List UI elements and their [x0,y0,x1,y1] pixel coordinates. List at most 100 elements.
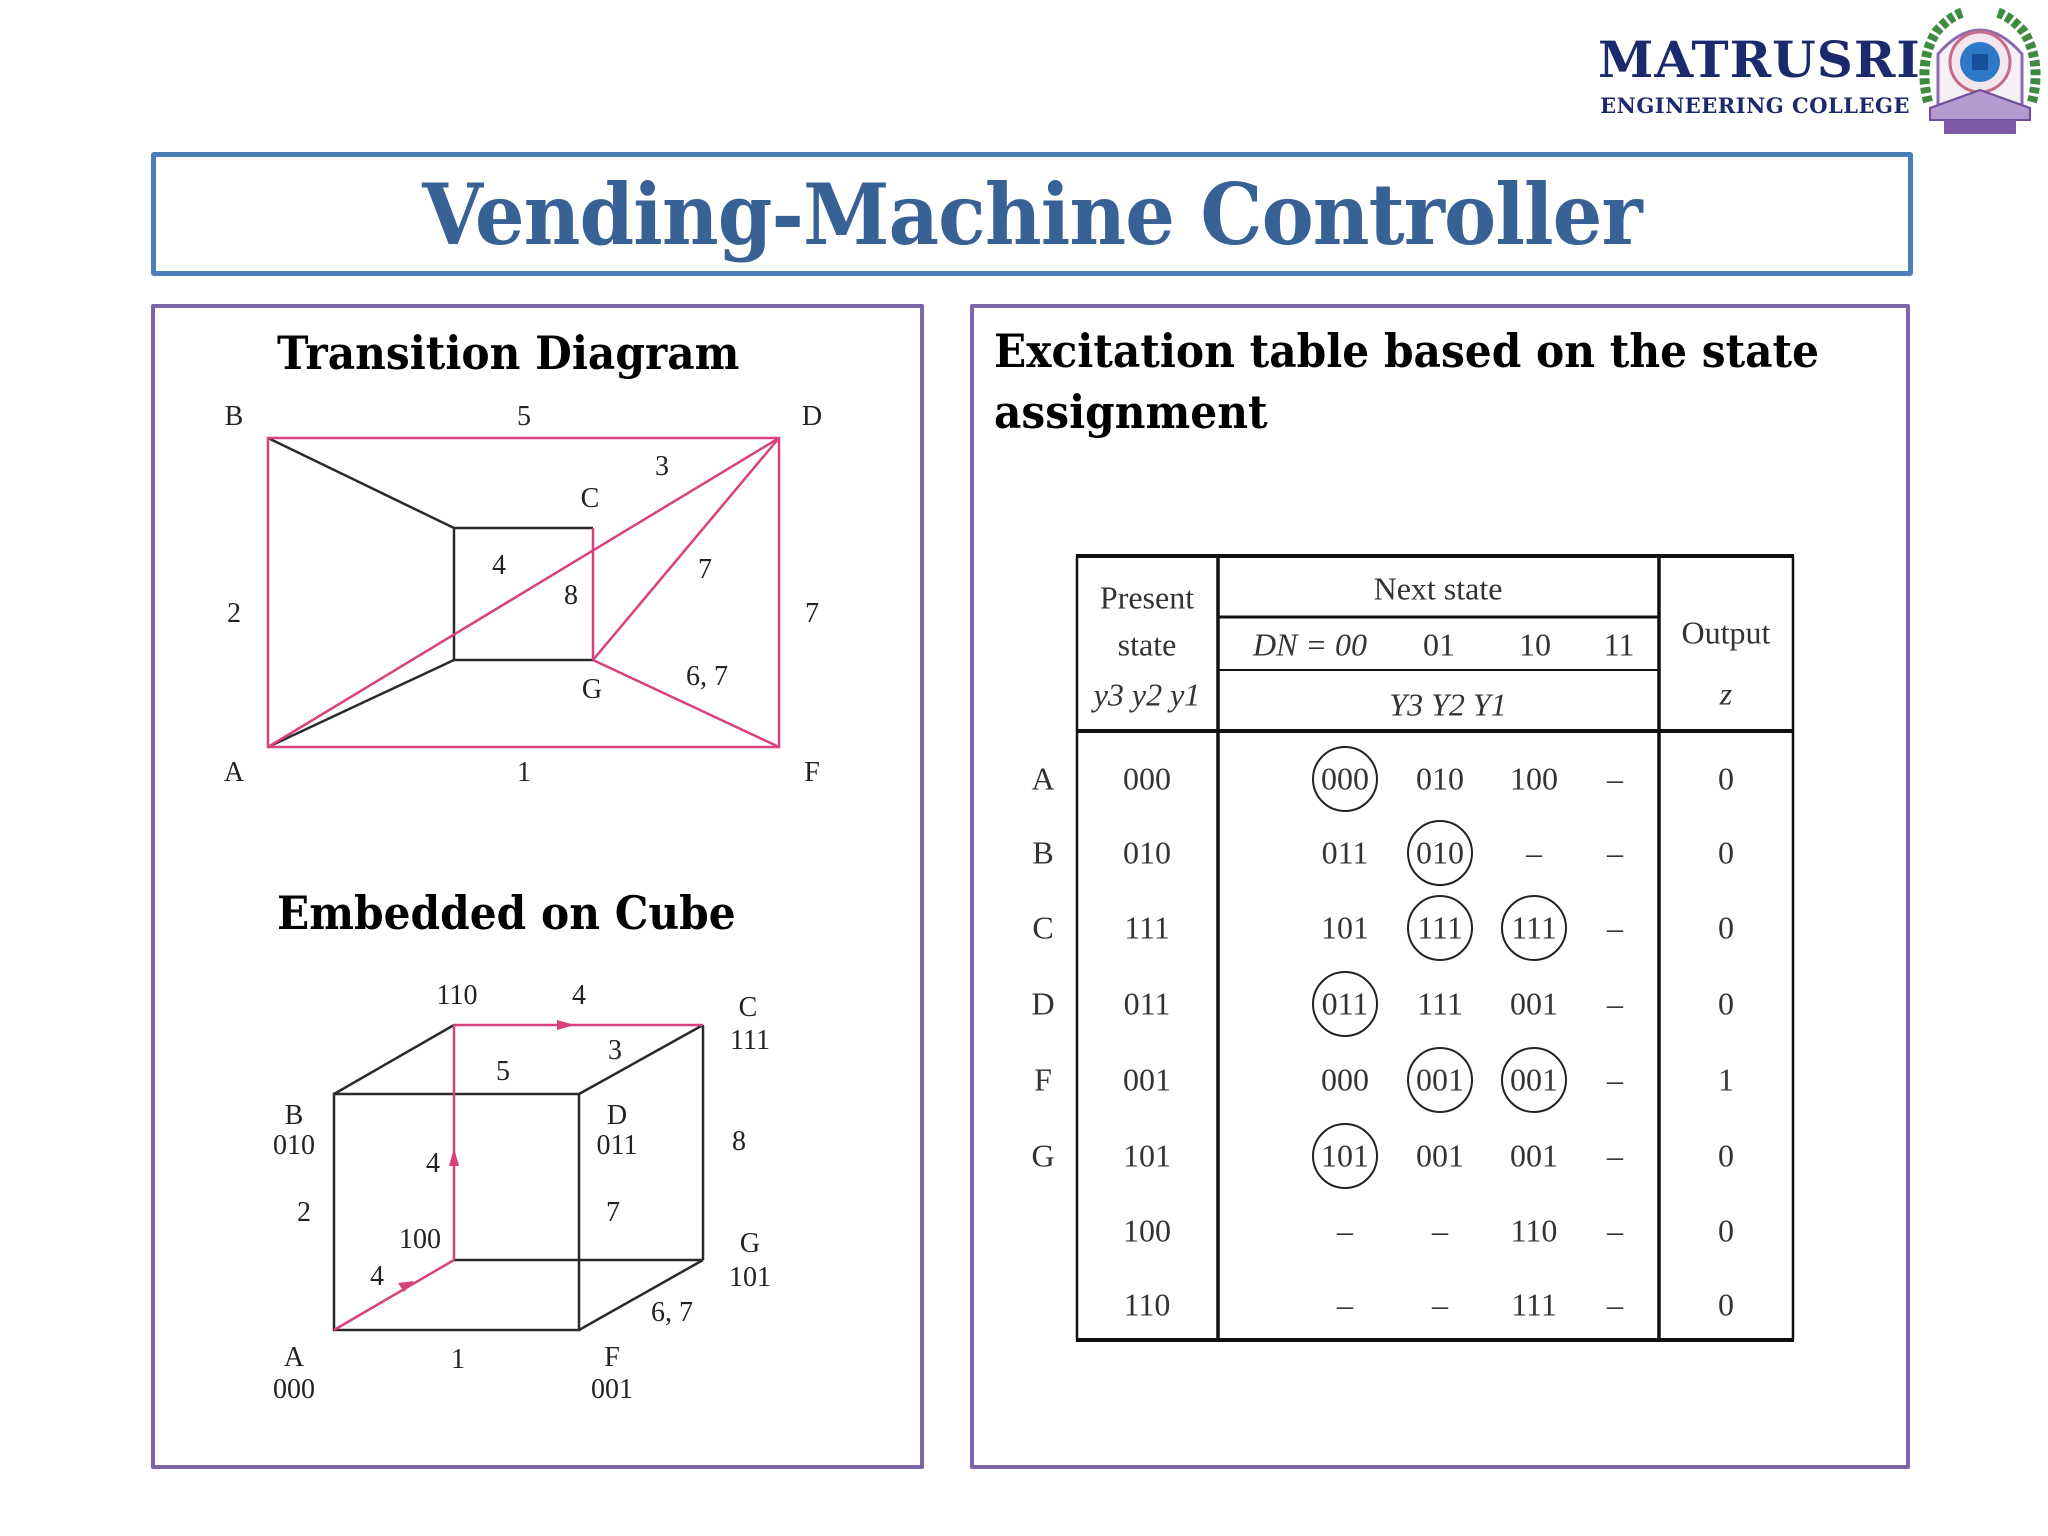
edge-label-bd: 5 [517,401,531,432]
cube-edge-label-cg: 8 [732,1126,746,1157]
excitation-heading-line2: assignment [994,385,1268,439]
cell-n10: 001 [1510,1137,1558,1174]
cell-present: 100 [1123,1212,1171,1249]
edge-label-df: 7 [805,598,819,629]
cell-n10: – [1526,834,1542,871]
cell-z: 0 [1718,909,1734,946]
circle-stable-state-icon [1407,895,1473,961]
edge-label-cd: 3 [655,451,669,482]
node-label-f: F [804,757,820,788]
cube-corner-f-name: F [604,1342,620,1373]
node-label-a: A [223,757,245,788]
cell-n11: – [1607,1286,1623,1323]
cell-present: 110 [1123,1286,1171,1323]
circle-stable-state-icon [1501,895,1567,961]
cell-present: 000 [1123,760,1171,797]
cube-corner-f-code: 001 [591,1374,633,1405]
cell-n01: 010 [1416,760,1464,797]
header-z: z [1719,675,1733,712]
node-label-d: D [801,401,823,432]
header-next-state: Next state [1373,570,1503,607]
cell-n10: 110 [1510,1212,1558,1249]
cell-n00: 101 [1321,909,1369,946]
cube-corner-a-code: 000 [273,1374,315,1405]
cell-n01: 111 [1417,909,1463,946]
cell-n10: 001 [1510,985,1558,1022]
header-next-vars: Y3 Y2 Y1 [1389,686,1507,723]
college-logo-name: MATRUSRI [1598,30,1921,89]
node-label-g: G [581,674,603,705]
cell-n01: – [1432,1212,1448,1249]
circle-stable-state-icon [1312,971,1378,1037]
header-dn-00: DN = 00 [1252,626,1368,663]
cube-edge-label-af: 1 [451,1344,465,1375]
cell-n00: 000 [1321,760,1369,797]
cell-state: B [1032,834,1054,871]
cell-n11: – [1607,760,1623,797]
edge-label-gf: 6, 7 [686,661,728,692]
header-col-11: 11 [1603,626,1635,663]
cell-present: 111 [1124,909,1170,946]
cube-corner-g-code: 101 [729,1262,771,1293]
cell-z: 0 [1718,1286,1734,1323]
right-panel [970,304,1910,1469]
cell-n11: – [1607,909,1623,946]
cube-corner-100: 100 [399,1224,441,1255]
slide-title: Vending-Machine Controller [422,164,1642,264]
cell-n10: 001 [1510,1061,1558,1098]
cube-edge-label-ab: 2 [297,1197,311,1228]
cube-corner-c-name: C [738,992,758,1023]
cell-state: D [1031,985,1055,1022]
header-col-10: 10 [1519,626,1551,663]
college-logo-subtitle: ENGINEERING COLLEGE [1600,93,1910,118]
cell-z: 0 [1718,985,1734,1022]
cube-corner-a-name: A [283,1342,305,1373]
circle-stable-state-icon [1312,746,1378,812]
cell-present: 011 [1123,985,1171,1022]
node-label-c: C [580,483,600,514]
cell-n00: 101 [1321,1137,1369,1174]
cell-present: 010 [1123,834,1171,871]
cell-n01: 001 [1416,1137,1464,1174]
cube-edge-label-gf: 6, 7 [651,1297,693,1328]
cell-z: 0 [1718,1137,1734,1174]
cell-n11: – [1607,1137,1623,1174]
cube-edge-label-back-up: 4 [426,1148,440,1179]
cell-present: 001 [1123,1061,1171,1098]
cell-n00: – [1337,1286,1353,1323]
edge-label-ac: 4 [492,550,506,581]
header-col-01: 01 [1423,626,1455,663]
cell-n00: – [1337,1212,1353,1249]
cell-n11: – [1607,1061,1623,1098]
cell-state: A [1031,760,1055,797]
cell-state: G [1031,1137,1055,1174]
cell-n00: 011 [1321,985,1369,1022]
cell-n10: 100 [1510,760,1558,797]
cube-heading: Embedded on Cube [277,886,736,940]
cell-n11: – [1607,1212,1623,1249]
cell-n10: 111 [1511,1286,1557,1323]
cell-n11: – [1607,985,1623,1022]
cube-edge-label-top-back: 4 [572,980,586,1011]
circle-stable-state-icon [1407,820,1473,886]
cube-corner-110: 110 [436,980,478,1011]
cell-n00: 000 [1321,1061,1369,1098]
cell-n01: 010 [1416,834,1464,871]
college-seal-icon [1914,2,2046,144]
cube-edge-label-bd: 5 [496,1056,510,1087]
cell-z: 1 [1718,1061,1734,1098]
edge-label-gd: 7 [698,554,712,585]
edge-label-af: 1 [517,757,531,788]
cell-n01: 111 [1417,985,1463,1022]
cube-corner-g-name: G [739,1228,761,1259]
cube-corner-b-code: 010 [273,1130,315,1161]
cell-z: 0 [1718,834,1734,871]
slide-title-box: Vending-Machine Controller [151,152,1913,276]
cube-edge-label-a-100: 4 [370,1261,384,1292]
header-state: state [1117,626,1177,663]
edge-label-cg: 8 [564,580,578,611]
cell-state: F [1034,1061,1052,1098]
edge-label-ab: 2 [227,598,241,629]
header-output: Output [1681,614,1771,651]
cube-edge-label-cd: 3 [608,1035,622,1066]
